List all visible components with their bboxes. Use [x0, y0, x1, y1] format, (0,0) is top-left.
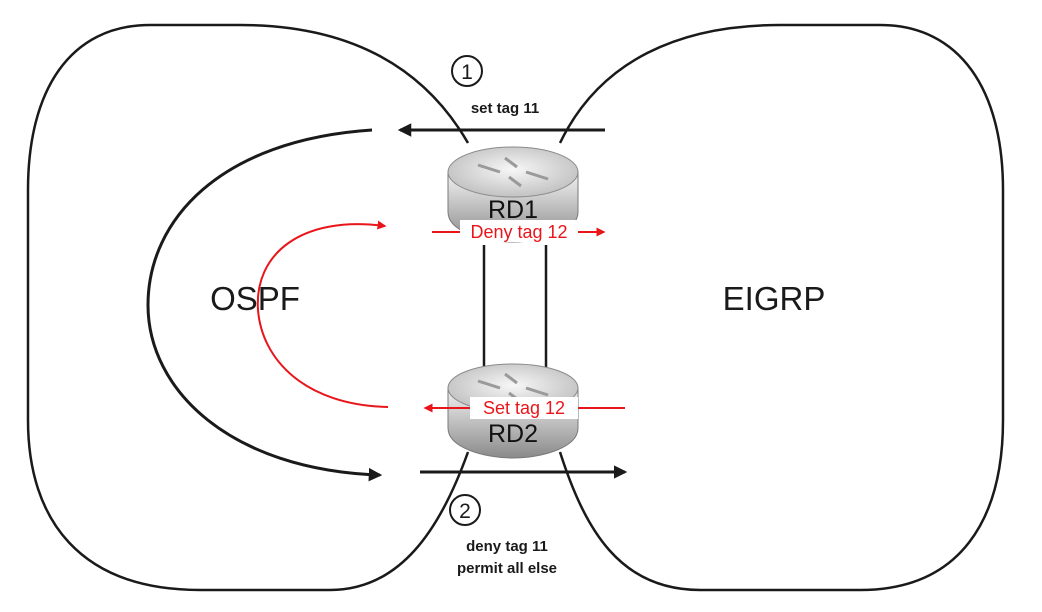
step-2-marker: 2 deny tag 11 permit all else [449, 494, 557, 577]
deny-tag-12-label: Deny tag 12 [470, 222, 567, 242]
router-rd1-top [447, 146, 579, 198]
set-tag-12-annotation: Set tag 12 [423, 397, 625, 419]
router-rd2-label: RD2 [488, 420, 538, 448]
step-1-circle [451, 55, 483, 87]
set-tag-12-label: Set tag 12 [483, 398, 565, 418]
step-2-text-line1: deny tag 11 [466, 538, 548, 555]
step-2-number: 2 [459, 500, 471, 523]
ospf-label: OSPF [210, 280, 300, 317]
ospf-internal-route-curve [146, 128, 383, 482]
ospf-domain-boundary [26, 23, 470, 592]
red-loop-curve [256, 220, 389, 408]
set-tag-12-label-bg [470, 397, 578, 419]
router-rd1-arrows-icon [477, 156, 549, 188]
step-1-marker: 1 set tag 11 [451, 55, 539, 117]
eigrp-label: EIGRP [723, 280, 826, 317]
router-rd1-label: RD1 [488, 196, 538, 224]
step-2-text-line2: permit all else [457, 560, 557, 577]
step-1-number: 1 [461, 61, 473, 84]
deny-tag-12-label-bg [460, 220, 578, 242]
deny-tag-12-annotation: Deny tag 12 [432, 220, 606, 242]
step-1-text: set tag 11 [471, 100, 539, 117]
step-2-circle [449, 494, 481, 526]
eigrp-domain-boundary [558, 23, 1005, 592]
